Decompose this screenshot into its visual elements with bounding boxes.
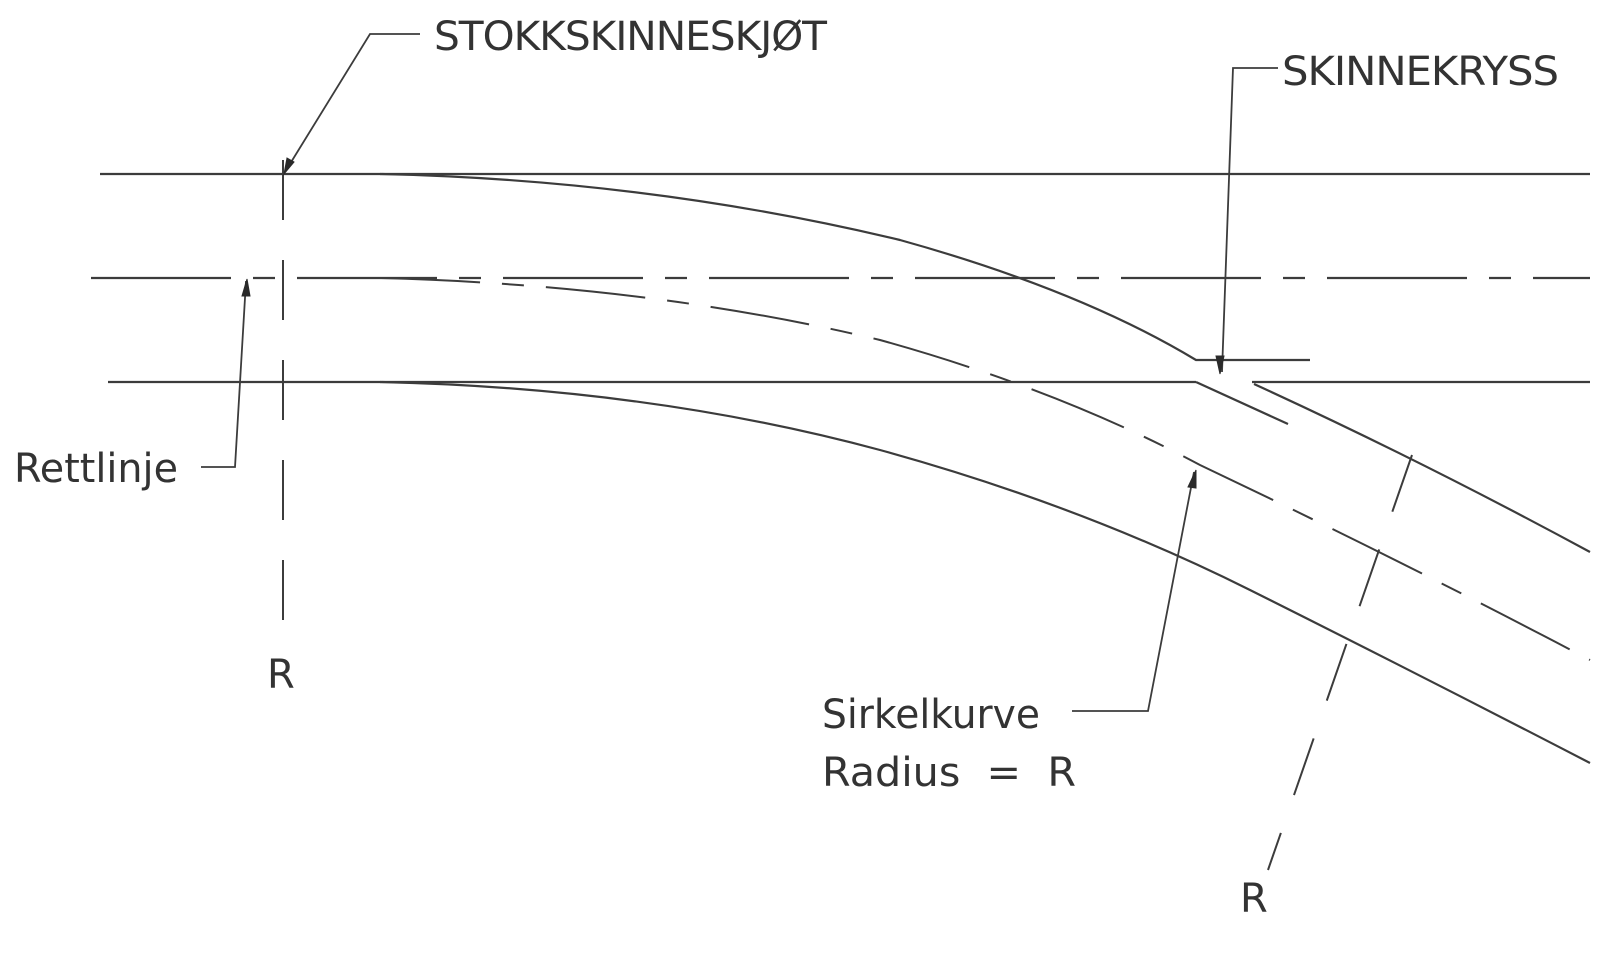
rail-crossing-leader <box>1221 67 1278 373</box>
stock-rail-joint-arrow-icon <box>283 157 295 176</box>
stock-rail-joint-label: STOKKSKINNESKJØT <box>434 14 828 60</box>
labels: STOKKSKINNESKJØT SKINNEKRYSS Rettlinje S… <box>14 14 1559 922</box>
radius-marker-left: R <box>267 652 295 698</box>
straight-line-label: Rettlinje <box>14 446 178 492</box>
diverging-top-rail <box>379 172 1310 362</box>
circular-curve-arrow-icon <box>1187 469 1197 489</box>
radius-marker-right: R <box>1240 876 1268 922</box>
diverging-track <box>379 172 1591 764</box>
circular-curve-leader <box>1072 471 1195 712</box>
rail-crossing-arrow-icon <box>1215 355 1225 375</box>
rail-crossing-label: SKINNEKRYSS <box>1282 49 1558 95</box>
diverging-centerline <box>379 277 1591 661</box>
radius-line-right <box>1267 454 1413 871</box>
radius-equals-label: Radius = R <box>822 750 1076 796</box>
radius-lines <box>282 160 1413 871</box>
stock-rail-joint-leader <box>284 33 420 173</box>
straight-track <box>91 172 1590 384</box>
straight-line-arrow-icon <box>241 278 251 297</box>
straight-line-leader <box>201 280 247 468</box>
circular-curve-label: Sirkelkurve <box>822 692 1040 738</box>
crossing-point-rail <box>1195 380 1289 426</box>
diverging-bottom-rail <box>379 380 1591 764</box>
diverging-right-rail-upper <box>1253 382 1591 553</box>
leaders <box>201 33 1278 712</box>
